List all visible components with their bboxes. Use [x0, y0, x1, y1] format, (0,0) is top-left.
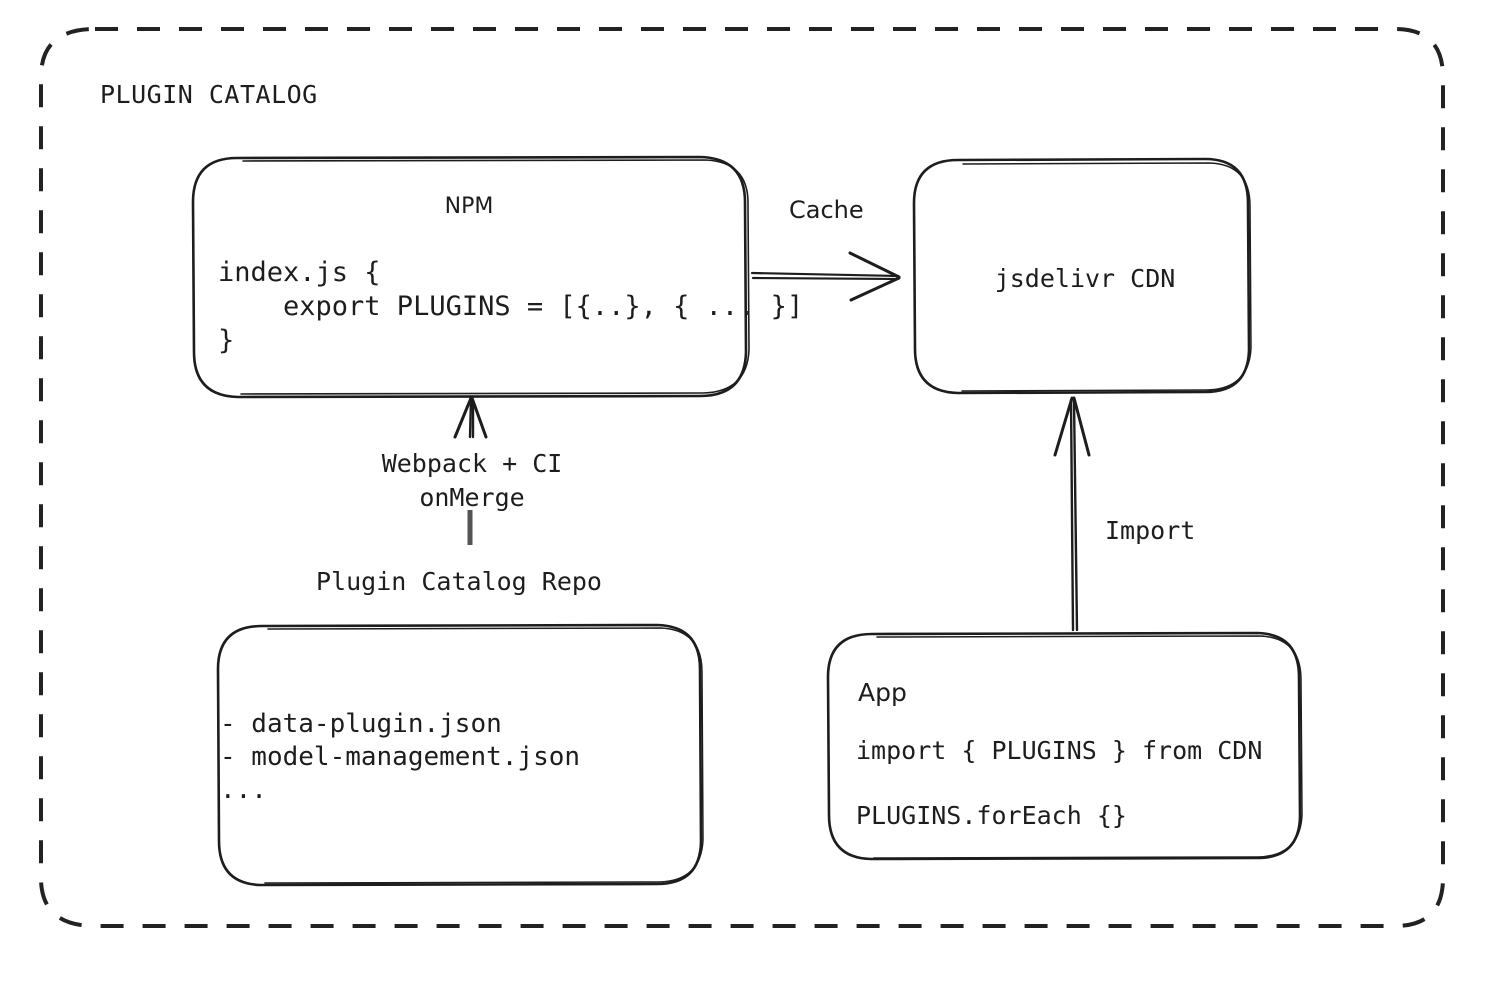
npm-node-title: NPM — [444, 194, 494, 219]
build-edge-label: Webpack + CI onMerge — [381, 449, 563, 512]
repo-node-label: Plugin Catalog Repo — [316, 567, 602, 596]
page-title: PLUGIN CATALOG — [100, 80, 318, 109]
app-import-statement: import { PLUGINS } from CDN — [856, 736, 1263, 765]
repo-file-list: - data-plugin.json - model-management.js… — [220, 709, 581, 805]
app-foreach-statement: PLUGINS.forEach {} — [856, 801, 1127, 830]
import-arrow — [1053, 396, 1091, 632]
cdn-node-title: jsdelivr CDN — [994, 264, 1176, 293]
npm-code-block: index.js { export PLUGINS = [{..}, { ...… — [218, 257, 804, 356]
cache-edge-label: Cache — [789, 196, 864, 224]
import-edge-label: Import — [1105, 516, 1196, 545]
app-node-title: App — [858, 678, 907, 707]
